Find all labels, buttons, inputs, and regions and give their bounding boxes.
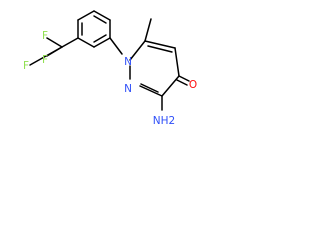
oxygen-atom-label: O: [189, 79, 197, 91]
bond: [176, 79, 188, 86]
fluorine-atom-label: F: [42, 54, 48, 66]
benzene-ring: [77, 10, 111, 48]
nitrogen-atom-label: N: [124, 83, 132, 95]
methyl-bond: [144, 18, 152, 42]
bond: [77, 10, 95, 21]
carbonyl-group: O: [176, 75, 197, 91]
bond: [147, 45, 173, 53]
bond: [93, 10, 111, 21]
trifluoromethyl-group: F F F: [23, 30, 79, 72]
bond: [178, 75, 190, 82]
bond: [46, 46, 63, 57]
amino-group: NH2: [153, 95, 175, 127]
bond: [61, 37, 79, 48]
double-bond-inner: [93, 15, 107, 24]
bond: [139, 85, 163, 97]
bond: [77, 37, 95, 48]
bond: [109, 37, 123, 55]
nitrogen-atom-label: N: [124, 56, 132, 68]
bond: [144, 40, 176, 49]
double-bond-inner: [93, 34, 107, 43]
bond: [93, 37, 111, 48]
bond: [140, 83, 159, 93]
chemical-structure: F F F N N O NH2: [23, 10, 197, 127]
fluorine-atom-label: F: [42, 30, 48, 42]
bond: [129, 40, 146, 61]
bond: [161, 75, 180, 97]
fluorine-atom-label: F: [23, 60, 29, 72]
pyridazinone-ring: N N: [124, 40, 180, 97]
bond: [174, 47, 180, 77]
bond: [46, 37, 63, 48]
amino-atom-label: NH2: [153, 115, 175, 127]
